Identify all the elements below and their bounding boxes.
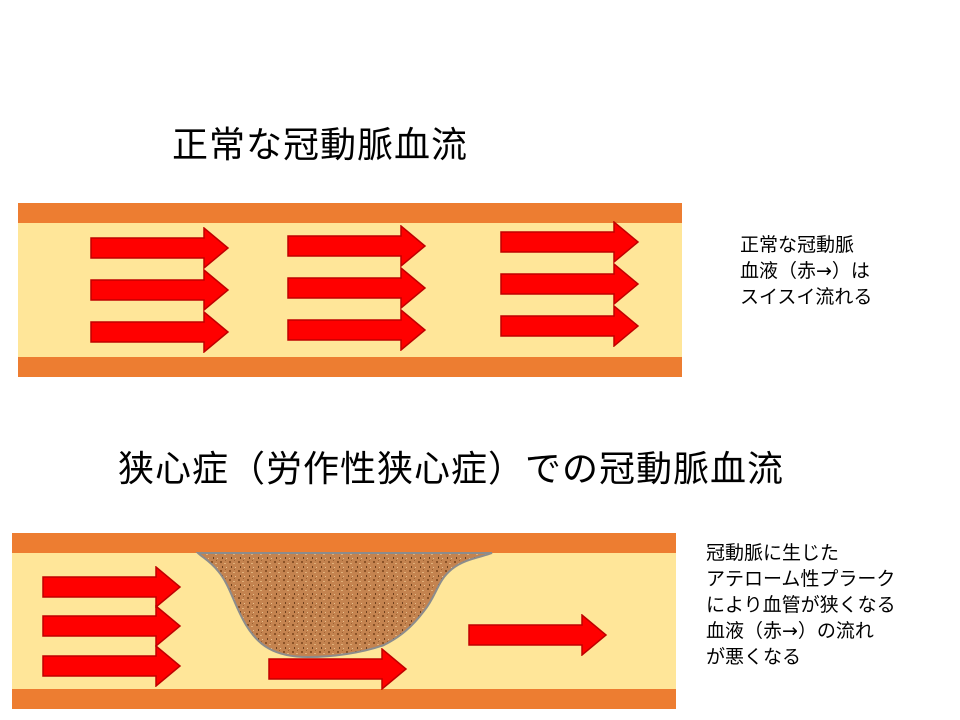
note-line: により血管が狭くなる <box>706 594 896 616</box>
normal-flow-note: 正常な冠動脈 血液（赤→）は スイスイ流れる <box>740 232 872 310</box>
blood-flow-arrow <box>500 263 640 305</box>
note-line: 正常な冠動脈 <box>740 234 855 256</box>
artery-wall-bottom <box>18 357 682 377</box>
blood-flow-arrow <box>287 267 427 309</box>
normal-artery <box>18 203 682 377</box>
atheroma-plaque <box>195 552 493 659</box>
blood-flow-arrow <box>468 614 608 656</box>
angina-flow-title: 狭心症（労作性狭心症）での冠動脈血流 <box>118 449 785 490</box>
narrowed-artery <box>12 533 676 709</box>
blood-flow-arrow <box>90 311 230 353</box>
artery-wall-top <box>18 203 682 223</box>
blood-flow-arrow <box>500 305 640 347</box>
blood-flow-arrow <box>500 221 640 263</box>
angina-flow-note: 冠動脈に生じた アテローム性プラーク により血管が狭くなる 血液（赤→）の流れ … <box>706 540 896 670</box>
blood-flow-arrow <box>90 227 230 269</box>
blood-flow-arrow <box>42 566 182 608</box>
blood-flow-arrow <box>42 605 182 647</box>
blood-flow-arrow <box>42 645 182 687</box>
artery-wall-bottom <box>12 689 676 709</box>
note-line: アテローム性プラーク <box>706 568 896 590</box>
blood-flow-arrow <box>90 269 230 311</box>
blood-flow-arrow <box>287 225 427 267</box>
note-line: が悪くなる <box>706 646 802 668</box>
normal-flow-title: 正常な冠動脈血流 <box>172 125 469 166</box>
note-line: 冠動脈に生じた <box>706 542 840 564</box>
note-line: スイスイ流れる <box>740 286 873 308</box>
note-line: 血液（赤→）の流れ <box>706 620 874 642</box>
artery-wall-top <box>12 533 676 553</box>
blood-flow-arrow <box>287 309 427 351</box>
note-line: 血液（赤→）は <box>740 260 870 282</box>
blood-flow-arrow <box>268 648 408 690</box>
